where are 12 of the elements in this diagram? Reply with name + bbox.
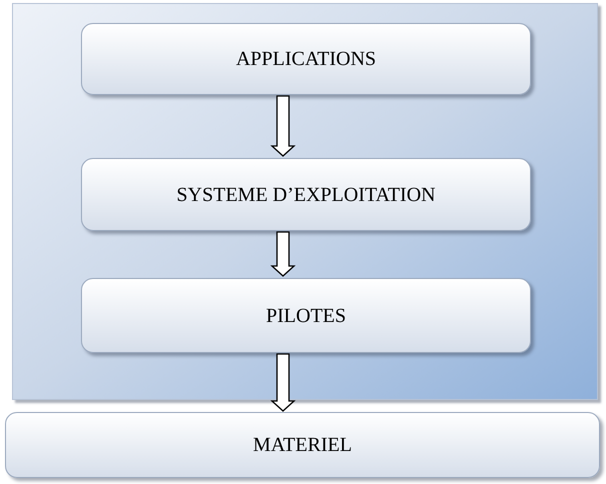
layer-label: SYSTEME D’EXPLOITATION bbox=[176, 182, 436, 208]
layer-box bbox=[81, 158, 531, 231]
layer-box bbox=[5, 412, 600, 478]
layer-box bbox=[81, 278, 531, 353]
hollow-arrow bbox=[270, 95, 296, 157]
layer-label: APPLICATIONS bbox=[236, 47, 376, 72]
hollow-arrow bbox=[270, 231, 296, 277]
layer-label: MATERIEL bbox=[253, 433, 352, 458]
hollow-arrow bbox=[270, 353, 296, 412]
layer-box bbox=[81, 23, 531, 95]
layer-label: PILOTES bbox=[266, 304, 346, 328]
panel-background bbox=[12, 3, 598, 400]
